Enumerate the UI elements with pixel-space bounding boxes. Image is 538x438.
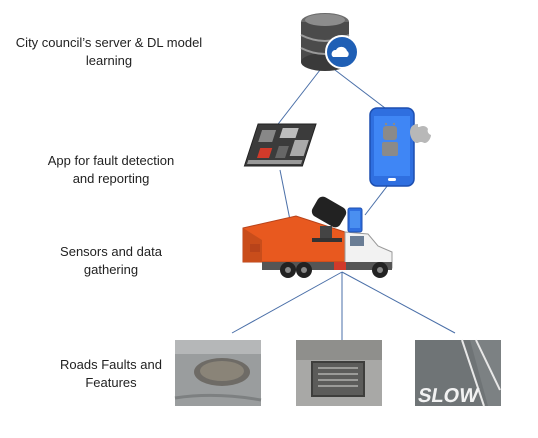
raspberry-pi-board-icon — [243, 123, 317, 167]
road-photo-pothole — [174, 340, 262, 406]
connector-board-truck — [279, 169, 291, 221]
connector-phone-truck — [364, 184, 389, 216]
connector-truck-road1 — [231, 271, 343, 334]
server-label: City council’s server & DL model learnin… — [15, 35, 203, 68]
connectors — [231, 69, 456, 340]
road-photo-slow-marking: SLOW — [415, 339, 501, 407]
garbage-truck-with-sensors-icon — [242, 196, 393, 278]
connector-truck-road3 — [341, 271, 456, 334]
slow-road-marking: SLOW — [416, 385, 480, 407]
database-cloud-icon — [300, 13, 359, 71]
connector-server-board — [274, 69, 321, 129]
app-label: App for fault detection and reporting — [47, 153, 175, 186]
road-photo-drain-grate — [296, 340, 382, 406]
roads-label: Roads Faults and Features — [60, 357, 162, 390]
connector-server-phone — [334, 69, 386, 109]
sensors-label: Sensors and data gathering — [60, 244, 162, 277]
smartphone-android-apple-icon — [369, 107, 431, 187]
